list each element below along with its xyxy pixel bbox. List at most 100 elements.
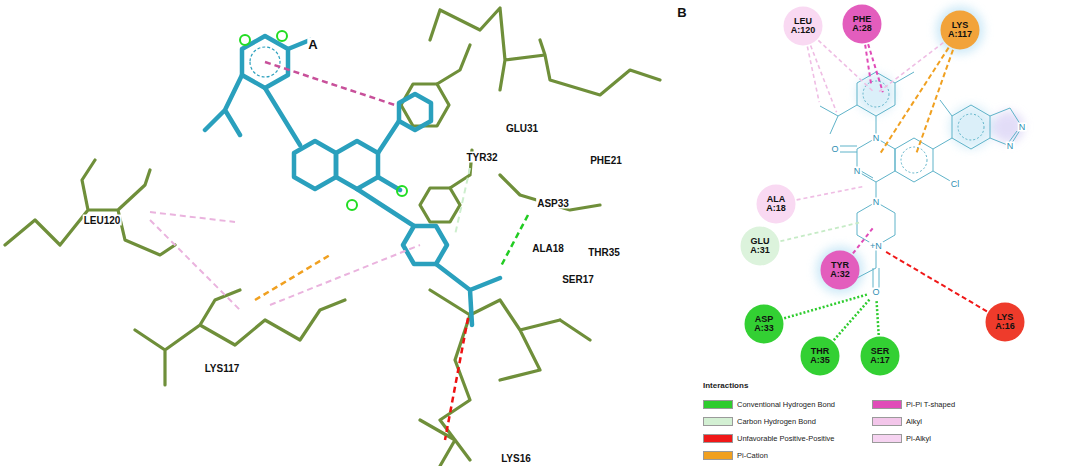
residue-disc-fill — [757, 185, 796, 224]
atom-symbol: N — [872, 134, 881, 143]
atom-highlight — [240, 35, 250, 45]
ligand-ring — [336, 141, 378, 189]
residue-label: ALA18 — [531, 243, 565, 254]
atom-symbol: +N — [869, 242, 883, 251]
residue-name: TYR A:32 — [825, 261, 855, 280]
legend-swatch — [872, 400, 902, 409]
residue-disc-fill — [784, 7, 823, 46]
interaction-dash — [834, 298, 871, 340]
interaction-dash — [876, 300, 878, 335]
interaction-dash — [811, 46, 837, 113]
unfavorable-dash — [445, 318, 468, 440]
legend-text: Alkyl — [906, 416, 922, 427]
residue-circle: LYS A:117 — [940, 10, 980, 50]
carbon-hbond-dash — [455, 168, 470, 235]
legend-swatch — [703, 434, 733, 443]
legend-swatch — [872, 417, 902, 426]
legend-swatch — [703, 400, 733, 409]
residue-disc-fill — [801, 337, 840, 376]
phenyl-ring — [401, 84, 449, 126]
residue-label: TYR32 — [465, 152, 498, 163]
legend-title: Interactions — [703, 382, 748, 391]
interaction-dash — [797, 187, 863, 200]
ligand-2d — [820, 72, 1022, 292]
ligand-ring — [294, 141, 336, 189]
legend-text: Carbon Hydrogen Bond — [737, 416, 816, 427]
residue-circle: LEU A:120 — [783, 6, 823, 46]
ligand-ring — [399, 94, 431, 130]
residue-circle: PHE A:28 — [842, 4, 882, 44]
ring-bond — [857, 138, 895, 182]
legend-swatch — [703, 417, 733, 426]
residue-disc-fill — [843, 5, 882, 44]
legend-text: Conventional Hydrogen Bond — [737, 399, 835, 410]
legend-swatch — [703, 451, 733, 460]
interaction-dash — [818, 40, 873, 91]
glow-halo — [949, 105, 993, 149]
legend-text: Pi-Alkyl — [906, 433, 931, 444]
residue-circle: SER A:17 — [860, 336, 900, 376]
interaction-dash — [780, 223, 859, 242]
legend-text: Pi-Cation — [737, 450, 768, 461]
atom-highlight — [277, 31, 287, 41]
legend-text: Pi-Pi T-shaped — [906, 399, 955, 410]
tyrosine-ring — [420, 188, 460, 222]
atom-highlight — [397, 186, 407, 196]
ring-bond — [895, 138, 933, 182]
residue-name: ALA A:18 — [761, 195, 791, 214]
panel-letter: B — [676, 6, 687, 20]
residue-sticks — [5, 8, 660, 466]
residue-name: LEU A:120 — [788, 17, 818, 36]
residue-circle: ASP A:33 — [744, 304, 784, 344]
residue-disc-fill — [861, 337, 900, 376]
residue-circle: LYS A:16 — [985, 302, 1025, 342]
residue-circle: THR A:35 — [800, 336, 840, 376]
atom-symbol: O — [871, 288, 880, 297]
hbond-dash — [500, 215, 528, 268]
atom-symbol: Cl — [950, 180, 961, 189]
aromatic-ring — [901, 147, 927, 173]
residue-disc-fill — [986, 303, 1025, 342]
interaction-dash — [868, 44, 883, 92]
residue-label: GLU31 — [505, 123, 539, 134]
interaction-dash — [880, 48, 948, 154]
residue-label: ASP33 — [536, 198, 570, 209]
atom-symbol: N — [1018, 123, 1027, 132]
residue-disc-fill — [821, 251, 860, 290]
residue-name: THR A:35 — [805, 347, 835, 366]
residue-circle: GLU A:31 — [740, 226, 780, 266]
atom-symbol: O — [830, 145, 839, 154]
ring-bond — [952, 105, 990, 149]
pi-cation-dash — [255, 255, 330, 300]
legend-swatch — [872, 434, 902, 443]
residue-label: SER17 — [561, 274, 595, 285]
residue-name: LYS A:16 — [990, 313, 1020, 332]
atom-highlights — [240, 31, 407, 210]
ligand-sticks — [205, 40, 500, 325]
residue-disc-fill — [745, 305, 784, 344]
residue-label: LYS117 — [204, 363, 241, 374]
glow-halos — [816, 6, 1024, 294]
atom-symbol: N — [853, 167, 862, 176]
atom-symbol: N — [872, 198, 881, 207]
pi-pi-dash — [265, 62, 395, 105]
residue-label: LEU120 — [83, 215, 122, 226]
residue-disc-fill — [741, 227, 780, 266]
residue-label: THR35 — [587, 247, 621, 258]
interaction-dash — [879, 43, 943, 92]
residue-name: SER A:17 — [865, 347, 895, 366]
interaction-dash — [885, 252, 986, 312]
residue-disc-fill — [941, 11, 980, 50]
panel-letter: A — [307, 38, 318, 52]
glow-halo — [816, 246, 864, 294]
residue-name: PHE A:28 — [847, 15, 877, 34]
glow-halo — [936, 6, 984, 54]
aromatic-ring — [958, 114, 984, 140]
residue-name: ASP A:33 — [749, 315, 779, 334]
residue-name: LYS A:117 — [945, 21, 975, 40]
residue-circle: ALA A:18 — [756, 184, 796, 224]
residue-label: PHE21 — [589, 155, 623, 166]
legend-text: Unfavorable Positive-Positive — [737, 433, 835, 444]
